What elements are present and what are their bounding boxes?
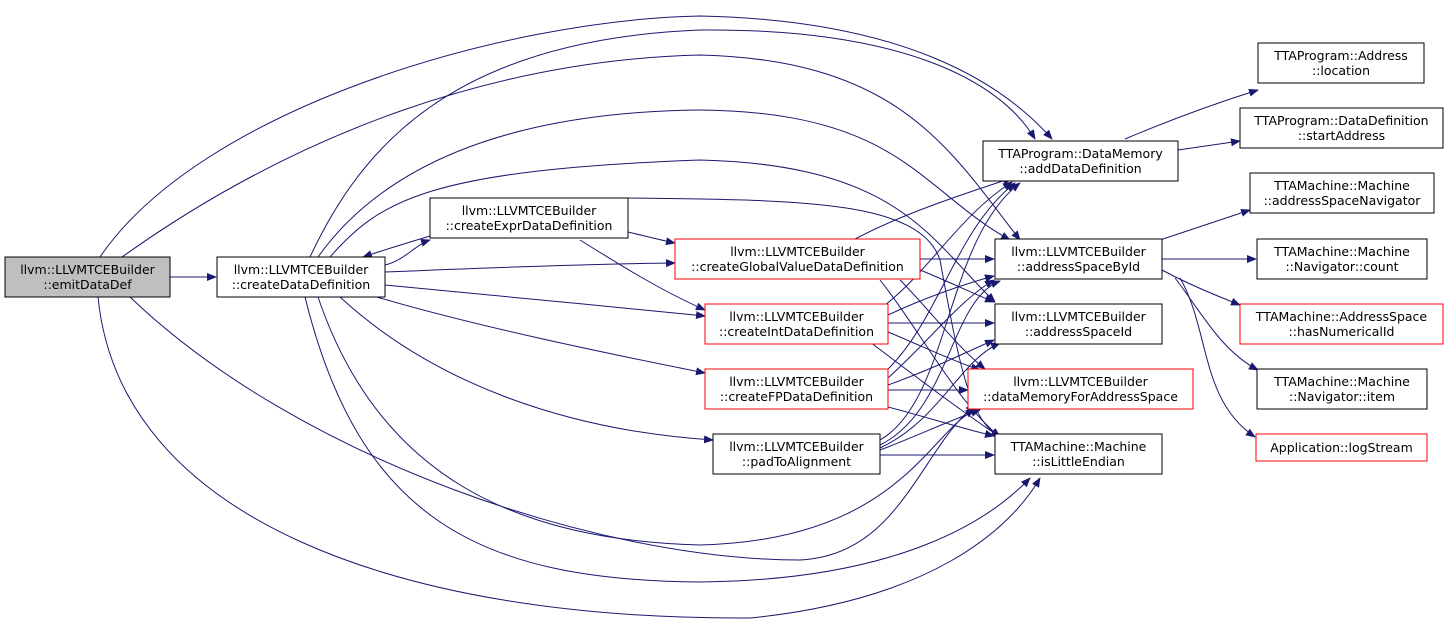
node-addressSpaceById[interactable]: llvm::LLVMTCEBuilder ::addressSpaceById bbox=[994, 238, 1163, 280]
edge-addressSpaceById-to-addressSpaceNavigator bbox=[1159, 209, 1251, 241]
node-createDataDefinition-line2: ::createDataDefinition bbox=[232, 277, 370, 292]
node-createGlobalValueDataDefinition[interactable]: llvm::LLVMTCEBuilder ::createGlobalValue… bbox=[674, 238, 921, 280]
edge-createGlobalValue-to-addressSpaceId bbox=[919, 269, 995, 303]
node-createDataDefinition-line1: llvm::LLVMTCEBuilder bbox=[234, 262, 369, 277]
node-logStream[interactable]: Application::logStream bbox=[1255, 433, 1428, 462]
node-addressSpaceId-line1: llvm::LLVMTCEBuilder bbox=[1011, 309, 1146, 324]
node-emitDataDef-line1: llvm::LLVMTCEBuilder bbox=[20, 262, 155, 277]
node-createFPDataDefinition-line1: llvm::LLVMTCEBuilder bbox=[729, 374, 864, 389]
node-location-line1: TTAProgram::Address bbox=[1273, 48, 1408, 63]
edge-addDataDefinition-to-location bbox=[1124, 88, 1259, 140]
edge-createDataDefinition-to-isLittleEndian bbox=[304, 296, 1031, 583]
node-createIntDataDefinition-line1: llvm::LLVMTCEBuilder bbox=[729, 309, 864, 324]
node-createExprDataDefinition-line2: ::createExprDataDefinition bbox=[446, 218, 613, 233]
node-createExprDataDefinition[interactable]: llvm::LLVMTCEBuilder ::createExprDataDef… bbox=[429, 197, 629, 239]
node-createIntDataDefinition[interactable]: llvm::LLVMTCEBuilder ::createIntDataDefi… bbox=[704, 303, 889, 345]
node-item[interactable]: TTAMachine::Machine ::Navigator::item bbox=[1256, 368, 1428, 410]
node-padToAlignment-line2: ::padToAlignment bbox=[742, 454, 851, 469]
graph-nodes: llvm::LLVMTCEBuilder ::emitDataDef llvm:… bbox=[4, 42, 1444, 475]
node-addDataDefinition[interactable]: TTAProgram::DataMemory ::addDataDefiniti… bbox=[982, 140, 1179, 182]
edge-emit-to-addressSpaceById bbox=[121, 54, 1021, 258]
edge-createExprDataDefinition-to-createDataDefinition bbox=[362, 235, 431, 258]
edge-createExpr-to-createIntDataDefinition bbox=[579, 239, 706, 311]
edge-addressSpaceById-to-hasNumericalId bbox=[1161, 269, 1241, 306]
edge-padToAlignment-to-addressSpaceId bbox=[879, 342, 1001, 449]
node-createIntDataDefinition-line2: ::createIntDataDefinition bbox=[719, 324, 874, 339]
node-startAddress-line1: TTAProgram::DataDefinition bbox=[1253, 113, 1428, 128]
edge-createInt-to-addDataDefinition bbox=[884, 181, 1013, 306]
edge-createDataDefinition-to-addressSpaceById bbox=[317, 109, 1011, 258]
node-addressSpaceId-line2: ::addressSpaceId bbox=[1025, 324, 1132, 339]
call-edges bbox=[97, 15, 1259, 619]
node-addressSpaceById-line2: ::addressSpaceById bbox=[1017, 259, 1140, 274]
edge-emit-to-addDataDefinition bbox=[99, 15, 1053, 258]
node-item-line1: TTAMachine::Machine bbox=[1273, 374, 1410, 389]
node-count-line1: TTAMachine::Machine bbox=[1273, 244, 1410, 259]
edge-addressSpaceById-to-item bbox=[1174, 277, 1259, 371]
node-isLittleEndian-line1: TTAMachine::Machine bbox=[1010, 439, 1147, 454]
node-startAddress[interactable]: TTAProgram::DataDefinition ::startAddres… bbox=[1239, 107, 1444, 149]
edge-createInt-to-dataMemoryForAddressSpace bbox=[887, 331, 981, 371]
node-isLittleEndian-line2: ::isLittleEndian bbox=[1032, 454, 1125, 469]
node-padToAlignment[interactable]: llvm::LLVMTCEBuilder ::padToAlignment bbox=[712, 433, 881, 475]
node-count[interactable]: TTAMachine::Machine ::Navigator::count bbox=[1256, 238, 1428, 280]
edge-padToAlignment-to-dataMemoryForAddressSpace bbox=[879, 409, 981, 451]
node-createGlobalValueDataDefinition-line2: ::createGlobalValueDataDefinition bbox=[691, 259, 904, 274]
edge-createFP-to-addressSpaceId bbox=[887, 339, 995, 386]
node-addressSpaceNavigator-line2: ::addressSpaceNavigator bbox=[1264, 193, 1422, 208]
node-item-line2: ::Navigator::item bbox=[1289, 389, 1395, 404]
edge-createGlobalValue-to-isLittleEndian bbox=[879, 279, 1001, 438]
node-count-line2: ::Navigator::count bbox=[1285, 259, 1398, 274]
node-createGlobalValueDataDefinition-line1: llvm::LLVMTCEBuilder bbox=[730, 244, 865, 259]
node-addressSpaceNavigator-line1: TTAMachine::Machine bbox=[1273, 178, 1410, 193]
node-emitDataDef[interactable]: llvm::LLVMTCEBuilder ::emitDataDef bbox=[4, 256, 171, 298]
node-hasNumericalId[interactable]: TTAMachine::AddressSpace ::hasNumericalI… bbox=[1239, 303, 1444, 345]
node-hasNumericalId-line2: ::hasNumericalId bbox=[1289, 324, 1395, 339]
edge-createGlobalValue-to-addDataDefinition bbox=[854, 176, 1013, 240]
node-addDataDefinition-line2: ::addDataDefinition bbox=[1019, 161, 1141, 176]
node-addressSpaceId[interactable]: llvm::LLVMTCEBuilder ::addressSpaceId bbox=[994, 303, 1163, 345]
edge-createDataDefinition-to-dataMemoryForAddressSpace bbox=[317, 296, 976, 546]
edge-addDataDefinition-to-startAddress bbox=[1177, 138, 1241, 151]
node-addressSpaceNavigator[interactable]: TTAMachine::Machine ::addressSpaceNaviga… bbox=[1249, 172, 1435, 214]
edge-createFP-to-addressSpaceById bbox=[887, 279, 995, 379]
edge-emit-to-dataMemoryForAddressSpace bbox=[129, 296, 976, 561]
node-addressSpaceById-line1: llvm::LLVMTCEBuilder bbox=[1011, 244, 1146, 259]
edge-createFP-to-addDataDefinition bbox=[884, 182, 1016, 373]
edge-createDataDefinition-to-addDataDefinition bbox=[309, 29, 1036, 258]
edge-createFP-to-isLittleEndian bbox=[887, 406, 995, 438]
edge-addressSpaceById-to-logStream bbox=[1179, 277, 1256, 438]
edge-createDataDefinition-to-createIntDataDefinition bbox=[384, 284, 706, 320]
edge-createDataDefinition-to-createGlobalValue bbox=[384, 259, 676, 273]
edge-createDataDefinition-to-padToAlignment bbox=[339, 296, 714, 444]
node-hasNumericalId-line1: TTAMachine::AddressSpace bbox=[1255, 309, 1428, 324]
edge-createDataDefinition-to-createFPDataDefinition bbox=[369, 294, 706, 376]
edge-createInt-to-addressSpaceById bbox=[887, 274, 995, 316]
edge-createDataDefinition-to-createExprDataDefinition bbox=[384, 239, 431, 266]
edge-createInt-to-isLittleEndian bbox=[869, 341, 1001, 438]
node-dataMemoryForAddressSpace-line1: llvm::LLVMTCEBuilder bbox=[1013, 374, 1148, 389]
node-padToAlignment-line1: llvm::LLVMTCEBuilder bbox=[729, 439, 864, 454]
edge-createDataDefinition-to-addressSpaceId bbox=[329, 159, 996, 303]
node-emitDataDef-line2: ::emitDataDef bbox=[43, 277, 132, 292]
node-location[interactable]: TTAProgram::Address ::location bbox=[1257, 42, 1425, 84]
node-createDataDefinition[interactable]: llvm::LLVMTCEBuilder ::createDataDefinit… bbox=[216, 256, 386, 298]
edge-createExpr-to-createGlobalValue bbox=[627, 231, 676, 246]
edge-emit-to-isLittleEndian bbox=[97, 296, 1041, 619]
edge-padToAlignment-to-addDataDefinition bbox=[879, 182, 1021, 441]
node-isLittleEndian[interactable]: TTAMachine::Machine ::isLittleEndian bbox=[994, 433, 1163, 475]
node-location-line2: ::location bbox=[1312, 63, 1370, 78]
node-dataMemoryForAddressSpace-line2: ::dataMemoryForAddressSpace bbox=[983, 389, 1178, 404]
node-createFPDataDefinition[interactable]: llvm::LLVMTCEBuilder ::createFPDataDefin… bbox=[704, 368, 889, 410]
node-dataMemoryForAddressSpace[interactable]: llvm::LLVMTCEBuilder ::dataMemoryForAddr… bbox=[967, 368, 1194, 410]
node-startAddress-line2: ::startAddress bbox=[1298, 128, 1385, 143]
edge-padToAlignment-to-addressSpaceById bbox=[879, 280, 1001, 446]
node-addDataDefinition-line1: TTAProgram::DataMemory bbox=[997, 146, 1163, 161]
node-createExprDataDefinition-line1: llvm::LLVMTCEBuilder bbox=[462, 203, 597, 218]
node-logStream-line1: Application::logStream bbox=[1270, 440, 1413, 455]
node-createFPDataDefinition-line2: ::createFPDataDefinition bbox=[720, 389, 873, 404]
